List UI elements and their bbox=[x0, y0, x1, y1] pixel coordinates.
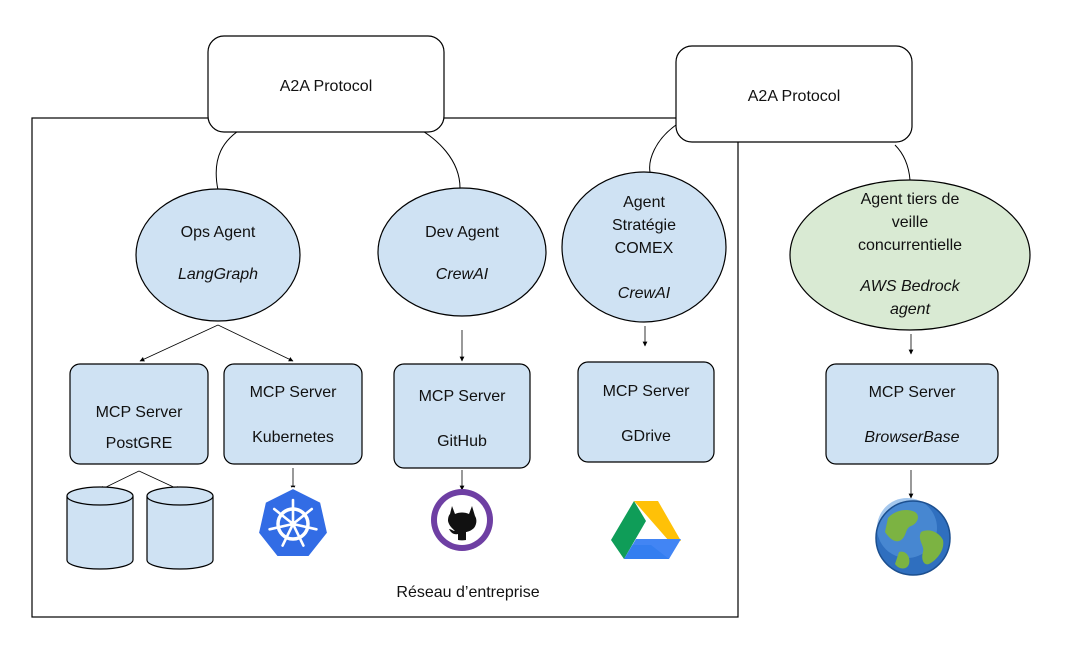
arrow-ops-postgre bbox=[139, 324, 219, 362]
mcp-server-gdrive: MCP Server GDrive bbox=[577, 361, 715, 463]
svg-text:AWS Bedrock: AWS Bedrock bbox=[859, 278, 960, 295]
globe-icon bbox=[875, 498, 951, 576]
agent-ops: Ops Agent LangGraph bbox=[135, 188, 301, 322]
a2a-protocol-right: A2A Protocol bbox=[675, 45, 913, 143]
svg-text:PostGRE: PostGRE bbox=[106, 435, 173, 452]
connector-a2a-veille bbox=[894, 144, 911, 181]
arrow-ops-kubernetes bbox=[217, 324, 294, 362]
svg-text:BrowserBase: BrowserBase bbox=[864, 429, 959, 446]
svg-text:CrewAI: CrewAI bbox=[618, 285, 671, 302]
svg-text:Kubernetes: Kubernetes bbox=[252, 429, 334, 446]
svg-text:A2A Protocol: A2A Protocol bbox=[748, 88, 841, 105]
mcp-server-kubernetes: MCP Server Kubernetes bbox=[223, 363, 363, 465]
svg-text:concurrentielle: concurrentielle bbox=[858, 237, 962, 254]
svg-text:agent: agent bbox=[890, 301, 931, 318]
mcp-server-browserbase: MCP Server BrowserBase bbox=[825, 363, 999, 465]
svg-text:LangGraph: LangGraph bbox=[178, 266, 258, 283]
google-drive-icon bbox=[611, 501, 681, 559]
connector-a2a-ops bbox=[215, 122, 253, 191]
svg-text:veille: veille bbox=[892, 214, 929, 231]
mcp-server-postgre: MCP Server PostGRE bbox=[69, 363, 209, 465]
agent-strategie: Agent Stratégie COMEX CrewAI bbox=[561, 171, 727, 323]
svg-text:Agent tiers de: Agent tiers de bbox=[861, 191, 960, 208]
connector-a2a-dev bbox=[407, 122, 461, 189]
a2a-protocol-left: A2A Protocol bbox=[207, 35, 445, 133]
agent-veille: Agent tiers de veille concurrentielle AW… bbox=[789, 179, 1031, 331]
svg-text:Agent: Agent bbox=[623, 194, 665, 211]
svg-text:GitHub: GitHub bbox=[437, 433, 487, 450]
kubernetes-icon bbox=[256, 486, 330, 558]
svg-text:COMEX: COMEX bbox=[615, 240, 674, 257]
svg-text:CrewAI: CrewAI bbox=[436, 266, 489, 283]
svg-text:A2A Protocol: A2A Protocol bbox=[280, 78, 373, 95]
agent-dev: Dev Agent CrewAI bbox=[377, 187, 547, 317]
svg-text:Stratégie: Stratégie bbox=[612, 217, 676, 234]
svg-text:Ops Agent: Ops Agent bbox=[181, 224, 256, 241]
database-icon bbox=[66, 486, 134, 570]
connector-a2a-strategie bbox=[649, 124, 677, 173]
svg-text:MCP Server: MCP Server bbox=[250, 384, 338, 401]
svg-text:GDrive: GDrive bbox=[621, 428, 671, 445]
svg-text:Dev Agent: Dev Agent bbox=[425, 224, 499, 241]
svg-text:MCP Server: MCP Server bbox=[96, 404, 184, 421]
database-icon bbox=[146, 486, 214, 570]
svg-text:MCP Server: MCP Server bbox=[603, 383, 691, 400]
svg-text:MCP Server: MCP Server bbox=[419, 388, 507, 405]
mcp-server-github: MCP Server GitHub bbox=[393, 363, 531, 469]
github-icon bbox=[431, 489, 493, 551]
svg-text:MCP Server: MCP Server bbox=[869, 384, 957, 401]
network-label: Réseau d’entreprise bbox=[396, 584, 539, 601]
